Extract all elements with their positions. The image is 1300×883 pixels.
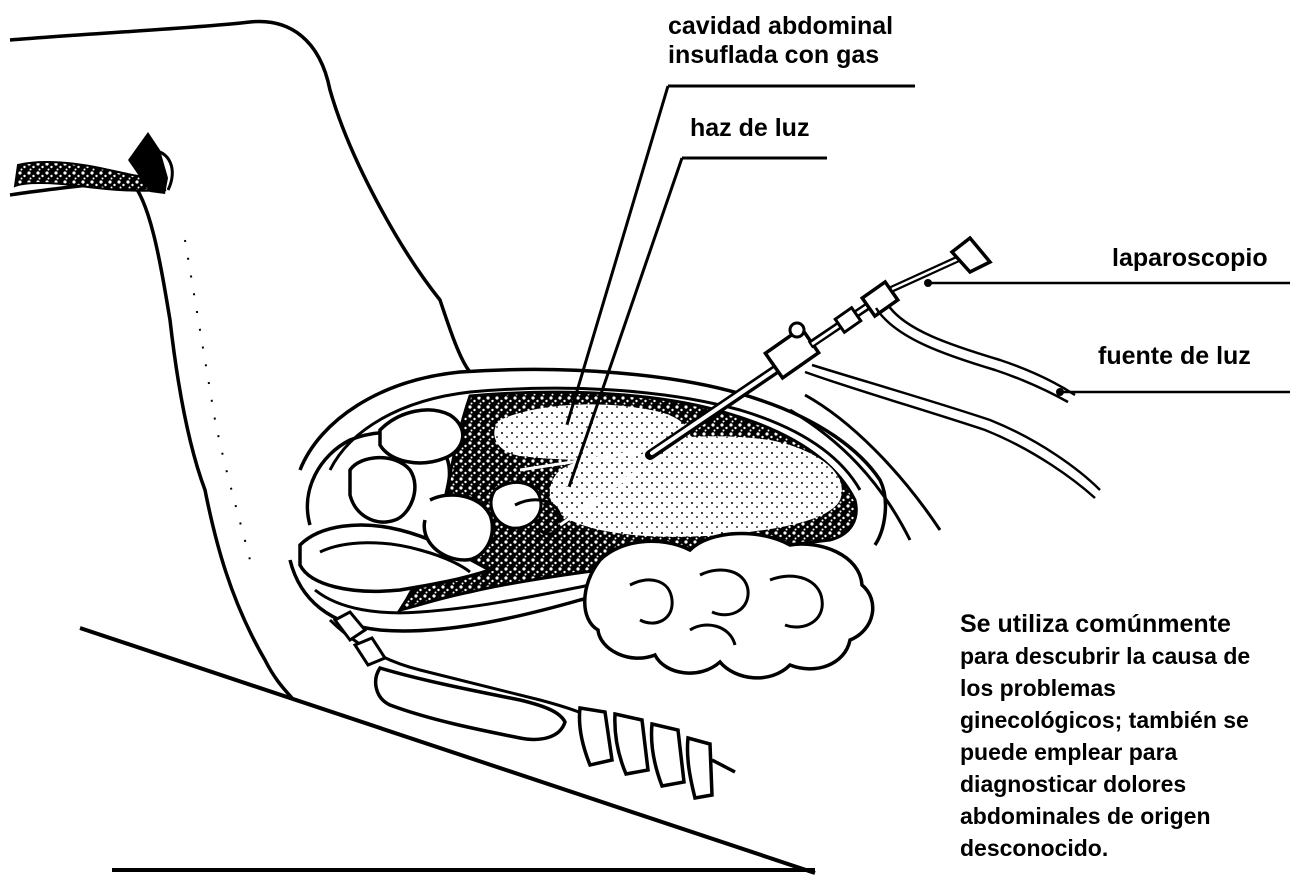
light-cable-upper (888, 305, 1075, 395)
light-beam-label: haz de luz (690, 114, 809, 143)
cervix-loop (424, 495, 492, 560)
leader-cavity-dot (563, 425, 570, 432)
light-source-label: fuente de luz (1098, 342, 1251, 371)
vertebra-3 (651, 724, 684, 786)
note-line: diagnosticar dolores (960, 768, 1300, 800)
note-line: abdominales de origen (960, 800, 1300, 832)
vertebra-2 (615, 714, 648, 774)
uterus-inner (380, 410, 463, 463)
note-line: puede emplear para (960, 736, 1300, 768)
note-line: los problemas (960, 672, 1300, 704)
vertebra-4 (687, 738, 712, 798)
note-line: desconocido. (960, 832, 1300, 864)
bladder (350, 458, 415, 522)
laparoscope-instrument (650, 238, 990, 455)
note-line: para descubrir la causa de (960, 640, 1300, 672)
leg-back-outline (10, 180, 292, 698)
leader-beam-dot (565, 487, 572, 494)
vertebra-1 (579, 708, 612, 765)
coccyx-1 (335, 612, 365, 640)
light-cable-lower-2 (805, 372, 1095, 498)
description-note: Se utiliza comúnmente para descubrir la … (960, 608, 1300, 864)
thigh-outline (10, 22, 470, 372)
cavity-label-line2: insuflada con gas (668, 41, 893, 70)
cavity-label: cavidad abdominal insuflada con gas (668, 12, 893, 70)
coccyx-2 (355, 638, 385, 665)
sacrum-body (376, 668, 565, 739)
intestine-loops (585, 534, 873, 678)
laparoscope-label: laparoscopio (1112, 244, 1268, 273)
cavity-label-line1: cavidad abdominal (668, 12, 893, 41)
note-line: Se utiliza comúnmente (960, 608, 1300, 640)
vertebra-cap (712, 760, 735, 772)
leg-inner-dots (185, 240, 250, 560)
note-line: ginecológicos; también se (960, 704, 1300, 736)
